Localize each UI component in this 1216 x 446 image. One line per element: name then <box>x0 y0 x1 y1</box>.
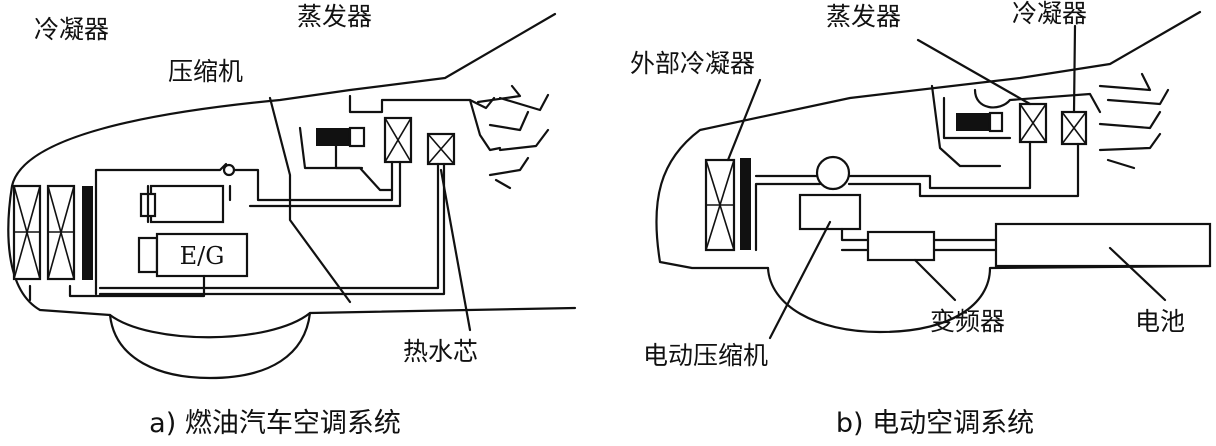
evaporator-b <box>1018 102 1048 144</box>
electric-compressor-label-b: 电动压缩机 <box>643 341 768 370</box>
leader-condenser-b <box>1072 24 1077 114</box>
heater-core-a <box>426 132 456 166</box>
leader-electric-compressor <box>768 220 832 340</box>
engine-label: E/G <box>180 242 225 270</box>
condenser-label-b: 冷凝器 <box>1012 0 1087 28</box>
cabin-condenser-b <box>1060 110 1088 146</box>
battery-b <box>994 222 1212 268</box>
leader-heater-core <box>439 168 472 332</box>
leader-external-condenser <box>726 78 762 162</box>
inverter-b <box>866 230 936 262</box>
electric-compressor-b <box>798 155 862 231</box>
external-condenser-label-b: 外部冷凝器 <box>630 49 755 78</box>
blower-a <box>316 126 366 170</box>
vents-b <box>1098 72 1170 170</box>
panel-b-electric-car <box>655 10 1212 340</box>
heater-core-label-a: 热水芯 <box>403 337 478 366</box>
engine-a: E/G <box>137 232 249 278</box>
caption-b: b) 电动空调系统 <box>836 408 1034 439</box>
leader-evaporator-b <box>916 38 1032 106</box>
caption-a: a) 燃油汽车空调系统 <box>149 408 401 439</box>
refrigerant-lines-b <box>754 140 1080 252</box>
condenser-label-a: 冷凝器 <box>34 15 109 44</box>
evaporator-label-b: 蒸发器 <box>826 2 901 31</box>
leader-inverter <box>913 258 957 302</box>
wheel-a <box>108 311 312 380</box>
evaporator-a <box>383 116 413 164</box>
blower-b <box>956 111 1004 133</box>
firewall-a <box>268 96 352 304</box>
compressor-a <box>139 184 225 224</box>
wheel-b <box>766 264 1212 334</box>
external-condenser-b <box>704 158 751 252</box>
car-body-b <box>655 10 1202 270</box>
hvac-housing-b <box>942 88 1102 140</box>
leader-battery <box>1108 246 1167 302</box>
refrigerant-lines-a <box>28 160 446 302</box>
firewall-b <box>930 84 1002 168</box>
condenser-a <box>12 184 93 281</box>
compressor-label-a: 压缩机 <box>168 57 243 86</box>
inverter-label-b: 变频器 <box>930 307 1005 336</box>
battery-label-b: 电池 <box>1135 307 1185 336</box>
evaporator-label-a: 蒸发器 <box>297 2 372 31</box>
vents-a <box>476 84 550 190</box>
panel-a-fuel-car: E/G <box>7 12 577 380</box>
